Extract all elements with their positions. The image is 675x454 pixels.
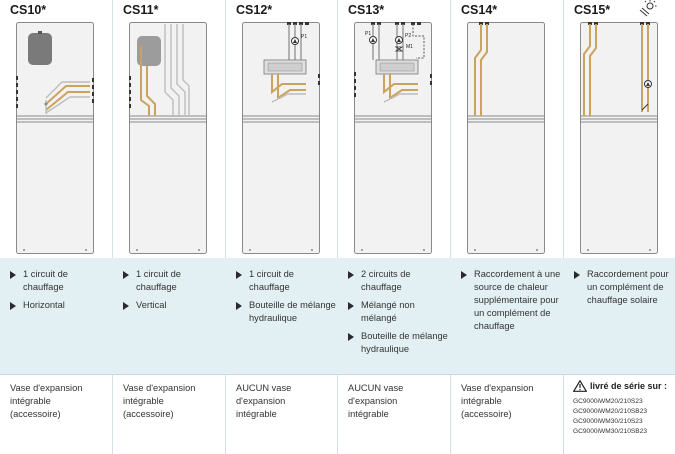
bullet-arrow-icon xyxy=(123,271,129,279)
features-list: 1 circuit de chauffage Bouteille de méla… xyxy=(236,268,336,330)
bullet-arrow-icon xyxy=(348,271,354,279)
feature-item: Raccordement à une source de chaleur sup… xyxy=(461,268,561,333)
model-code: GC9000iWM20/210SB23 xyxy=(573,408,648,415)
column-cs10: CS10* 1 cir xyxy=(0,0,112,454)
column-divider xyxy=(112,0,113,454)
unit-diagram-cs10 xyxy=(16,22,94,254)
bullet-arrow-icon xyxy=(348,302,354,310)
expansion-vessel xyxy=(28,31,52,65)
mixer-label-m1: M1 xyxy=(406,44,413,50)
expansion-note: AUCUN vase d'expansion intégrable xyxy=(348,383,404,419)
footer-divider xyxy=(0,374,675,375)
sun-icon xyxy=(639,0,657,17)
feature-item: Vertical xyxy=(123,299,223,312)
column-title: CS12* xyxy=(236,3,273,17)
bullet-arrow-icon xyxy=(10,302,16,310)
unit-diagram-cs11 xyxy=(129,22,207,254)
unit-diagram-cs12: P1 xyxy=(242,22,320,254)
pump-label-p1: P1 xyxy=(301,34,307,40)
bullet-arrow-icon xyxy=(236,271,242,279)
column-cs15: CS15* Raccordement pour un complément de… xyxy=(564,0,675,454)
column-title: CS10* xyxy=(10,3,47,17)
column-cs14: CS14* Raccordement à une source de chale… xyxy=(451,0,563,454)
features-list: 1 circuit de chauffage Horizontal xyxy=(10,268,110,317)
feature-item: Bouteille de mélange hydraulique xyxy=(236,299,336,325)
unit-diagram-cs14 xyxy=(467,22,545,254)
feature-item: Raccordement pour un complément de chauf… xyxy=(574,268,674,307)
bullet-arrow-icon xyxy=(236,302,242,310)
feature-item: 1 circuit de chauffage xyxy=(10,268,110,294)
column-divider xyxy=(563,0,564,454)
column-title: CS13* xyxy=(348,3,385,17)
expansion-note: AUCUN vase d'expansion intégrable xyxy=(236,383,292,419)
bullet-arrow-icon xyxy=(10,271,16,279)
standard-equipment-note: livré de série sur : GC9000iWM20/210S23 … xyxy=(573,380,673,437)
column-divider xyxy=(450,0,451,454)
features-list: 2 circuits de chauffage Mélangé non méla… xyxy=(348,268,448,361)
feature-item: 2 circuits de chauffage xyxy=(348,268,448,294)
feature-item: 1 circuit de chauffage xyxy=(236,268,336,294)
column-title: CS15* xyxy=(574,3,611,17)
bullet-arrow-icon xyxy=(461,271,467,279)
unit-diagram-cs13: P1 P2 M1 xyxy=(354,22,432,254)
features-list: Raccordement pour un complément de chauf… xyxy=(574,268,674,312)
expansion-note: Vase d'expansion intégrable (accessoire) xyxy=(123,383,196,419)
model-code: GC9000iWM30/210SB23 xyxy=(573,428,648,435)
features-band xyxy=(0,258,675,374)
column-divider xyxy=(225,0,226,454)
feature-item: 1 circuit de chauffage xyxy=(123,268,223,294)
model-code: GC9000iWM30/210S23 xyxy=(573,418,643,425)
bullet-arrow-icon xyxy=(348,333,354,341)
features-list: Raccordement à une source de chaleur sup… xyxy=(461,268,561,338)
column-cs11: CS11* 1 circuit de chauffage Vertical V xyxy=(113,0,225,454)
column-title: CS14* xyxy=(461,3,498,17)
expansion-note: Vase d'expansion intégrable (accessoire) xyxy=(10,383,83,419)
feature-item: Horizontal xyxy=(10,299,110,312)
features-list: 1 circuit de chauffage Vertical xyxy=(123,268,223,317)
pump-label-p2: P2 xyxy=(405,33,411,39)
column-cs13: CS13* P1 P2 M1 xyxy=(338,0,450,454)
column-title: CS11* xyxy=(123,3,159,17)
pump-label-p1: P1 xyxy=(365,31,371,37)
column-cs12: CS12* P1 1 circuit de chauffage Bouteill… xyxy=(226,0,338,454)
expansion-note: Vase d'expansion intégrable (accessoire) xyxy=(461,383,534,419)
bullet-arrow-icon xyxy=(574,271,580,279)
feature-item: Bouteille de mélange hydraulique xyxy=(348,330,448,356)
unit-diagram-cs15 xyxy=(580,22,658,254)
warning-icon xyxy=(573,380,587,392)
standard-equipment-heading: livré de série sur : xyxy=(573,380,673,392)
model-code: GC9000iWM20/210S23 xyxy=(573,398,643,405)
bullet-arrow-icon xyxy=(123,302,129,310)
feature-item: Mélangé non mélangé xyxy=(348,299,448,325)
column-divider xyxy=(337,0,338,454)
